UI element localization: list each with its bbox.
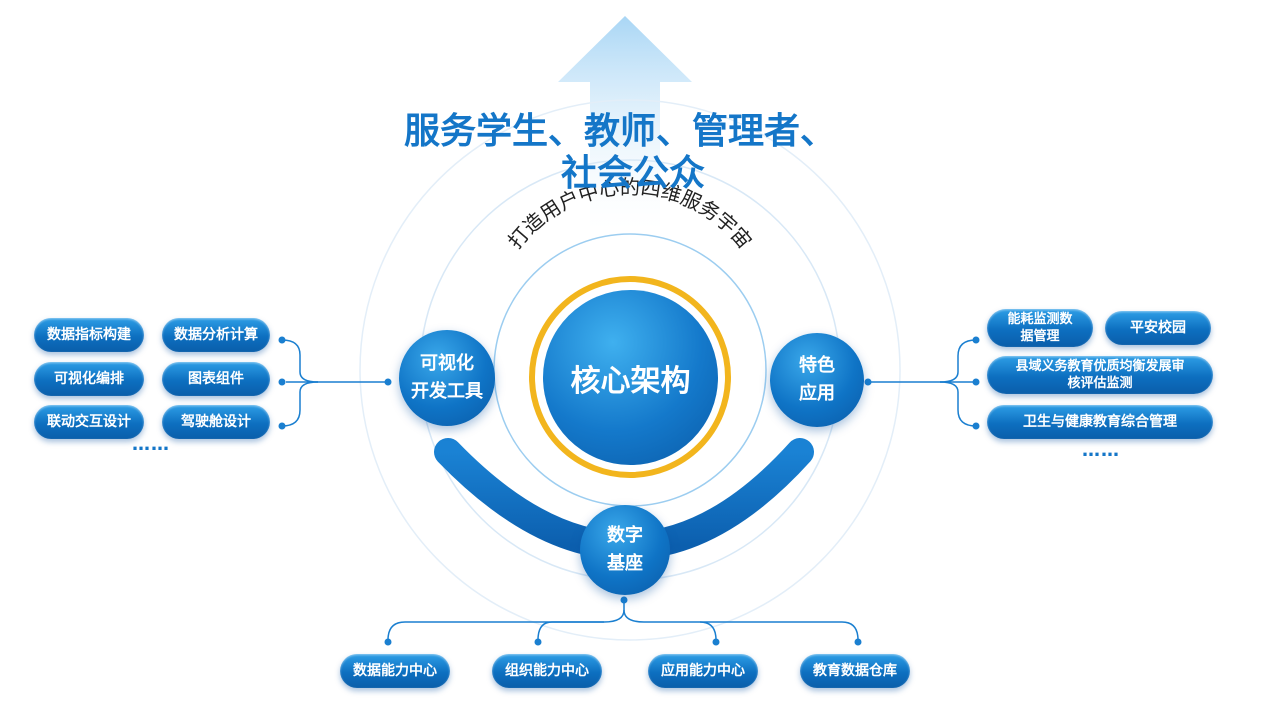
outer-ring <box>359 99 901 641</box>
up-arrow <box>558 16 692 230</box>
left-item-cockpit-design: 驾驶舱设计 <box>162 405 270 439</box>
headline-line-2: 社会公众 <box>560 153 705 194</box>
node-label-line1: 数字 <box>607 525 643 546</box>
right-item-county-line1: 县域义务教育优质均衡发展审 <box>1015 359 1185 374</box>
visual-dev-tools-node: 可视化 开发工具 <box>399 330 495 426</box>
right-item-county-education: 县域义务教育优质均衡发展审 核评估监测 <box>987 356 1213 394</box>
right-item-energy-line2: 据管理 <box>1020 329 1060 344</box>
digital-base-node: 数字 基座 <box>580 505 670 595</box>
node-label-line1: 特色 <box>799 355 835 376</box>
node-label-line2: 基座 <box>607 553 643 574</box>
node-label-line2: 开发工具 <box>411 381 483 402</box>
core-label: 核心架构 <box>570 363 691 399</box>
left-more-ellipsis: …… <box>132 434 170 455</box>
headline-line-1: 服务学生、教师、管理者、 <box>403 111 836 152</box>
right-item-energy: 能耗监测数 据管理 <box>987 309 1093 347</box>
bottom-item-app-capability: 应用能力中心 <box>648 654 758 688</box>
bottom-item-data-capability: 数据能力中心 <box>340 654 450 688</box>
left-item-chart-components: 图表组件 <box>162 362 270 396</box>
left-item-visual-orchestration: 可视化编排 <box>34 362 144 396</box>
left-item-linkage-interaction: 联动交互设计 <box>34 405 144 439</box>
right-more-ellipsis: …… <box>1082 440 1120 461</box>
core-architecture-circle: 核心架构 <box>543 290 718 465</box>
right-connectors <box>868 339 977 427</box>
left-item-metrics: 数据指标构建 <box>34 318 144 352</box>
gold-ring <box>529 276 731 478</box>
node-label-line2: 应用 <box>799 383 835 404</box>
right-item-county-line2: 核评估监测 <box>1067 376 1133 391</box>
featured-apps-node: 特色 应用 <box>770 333 864 427</box>
left-item-analysis: 数据分析计算 <box>162 318 270 352</box>
bottom-item-org-capability: 组织能力中心 <box>492 654 602 688</box>
node-label-line1: 可视化 <box>420 353 474 374</box>
right-item-safe-campus: 平安校园 <box>1105 311 1211 345</box>
bottom-connectors <box>387 600 859 641</box>
right-item-health-education: 卫生与健康教育综合管理 <box>987 405 1213 439</box>
right-item-energy-line1: 能耗监测数 <box>1007 312 1073 327</box>
bottom-item-edu-warehouse: 教育数据仓库 <box>800 654 910 688</box>
left-connectors <box>281 339 386 427</box>
